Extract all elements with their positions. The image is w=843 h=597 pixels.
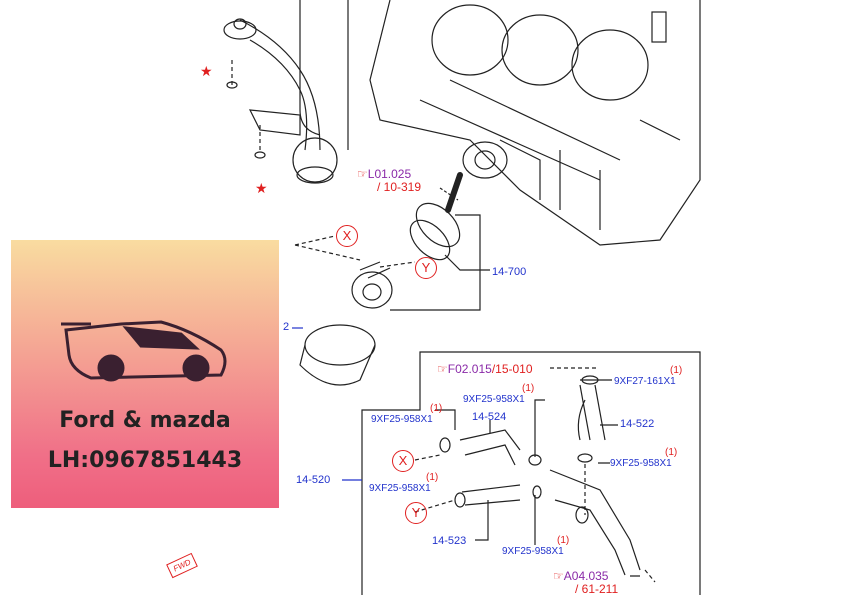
ad-title: Ford & mazda [59, 408, 231, 433]
part-14-520[interactable]: 14-520 [296, 474, 331, 486]
pointer-hand-icon: ☞ [437, 362, 448, 376]
star-icon: ★ [255, 180, 268, 196]
ad-banner[interactable]: Ford & mazda LH:0967851443 [11, 240, 279, 508]
qty: (1) [670, 365, 683, 376]
part-clamp[interactable]: 9XF25-958X1 [369, 483, 431, 494]
part-clamp[interactable]: 9XF25-958X1 [463, 394, 525, 405]
part-clamp[interactable]: 9XF25-958X1 [371, 414, 433, 425]
ref-bottom[interactable]: ☞A04.035 / 61-211 [553, 569, 619, 596]
ref-box[interactable]: ☞F02.015/15-010 [437, 362, 533, 376]
part-filter[interactable]: 2 [283, 321, 290, 333]
qty: (1) [557, 535, 570, 546]
callout-x-box: X [392, 450, 414, 472]
qty: (1) [665, 447, 678, 458]
ref-top[interactable]: ☞L01.025 / 10-319 [357, 167, 422, 194]
star-icon: ★ [200, 63, 213, 79]
ad-phone: LH:0967851443 [47, 448, 243, 473]
part-14-522[interactable]: 14-522 [620, 418, 655, 430]
callout-x: X [336, 225, 358, 247]
part-clamp[interactable]: 9XF25-958X1 [502, 546, 564, 557]
part-14-700[interactable]: 14-700 [492, 266, 527, 278]
pointer-hand-icon: ☞ [357, 167, 368, 181]
part-cap[interactable]: 9XF27-161X1 [614, 376, 676, 387]
part-14-523[interactable]: 14-523 [432, 535, 467, 547]
pointer-hand-icon: ☞ [553, 569, 564, 583]
callout-y-box: Y [405, 502, 427, 524]
sports-car-icon [61, 320, 227, 382]
callout-y: Y [415, 257, 437, 279]
qty: (1) [426, 472, 439, 483]
part-14-524[interactable]: 14-524 [472, 411, 507, 423]
part-clamp[interactable]: 9XF25-958X1 [610, 458, 672, 469]
qty: (1) [430, 403, 443, 414]
qty: (1) [522, 383, 535, 394]
